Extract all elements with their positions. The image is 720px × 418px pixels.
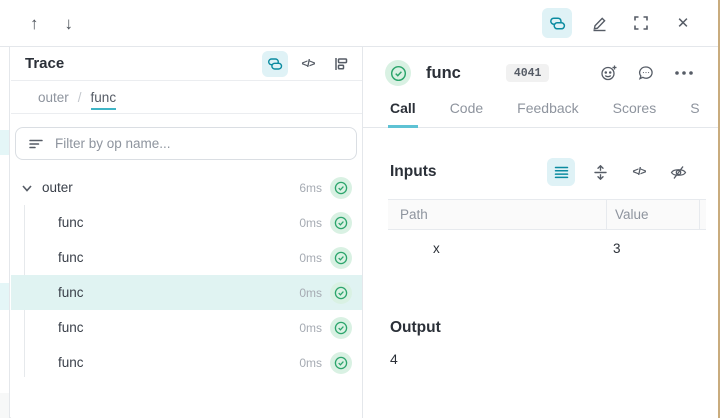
success-check-icon <box>330 246 352 269</box>
filter-lines-icon <box>28 136 44 152</box>
comment-button[interactable] <box>637 64 655 82</box>
op-filter-box[interactable] <box>15 127 357 160</box>
overflow-menu-button[interactable] <box>674 69 694 77</box>
tree-row-duration: 6ms <box>299 180 322 195</box>
breadcrumb-parent[interactable]: outer <box>38 89 69 105</box>
tab-scores[interactable]: Scores <box>612 100 657 116</box>
eye-off-icon <box>670 164 687 181</box>
call-detail-panel: func 4041 <box>363 48 718 418</box>
trace-panel-title: Trace <box>25 55 65 72</box>
output-section: Output 4 <box>390 319 692 367</box>
success-check-icon <box>330 281 352 304</box>
expand-vertical-icon <box>593 164 608 180</box>
fullscreen-corners-icon <box>633 15 649 31</box>
background-footer-sliver <box>0 393 9 418</box>
code-view-button[interactable]: </> <box>295 51 321 77</box>
input-path-cell: x <box>433 241 440 256</box>
tree-row-label: func <box>58 355 84 370</box>
column-header-path: Path <box>388 200 607 229</box>
hide-values-button[interactable] <box>664 158 692 186</box>
tree-row-duration: 0ms <box>299 215 322 230</box>
drawer-topbar: ↑ ↓ <box>0 0 720 47</box>
output-value: 4 <box>390 351 398 367</box>
breadcrumb-current[interactable]: func <box>90 90 117 110</box>
tree-row-func[interactable]: func 0ms <box>11 310 362 345</box>
tree-row-func-selected[interactable]: func 0ms <box>11 275 362 310</box>
tree-row-duration: 0ms <box>299 250 322 265</box>
tree-row-duration: 0ms <box>299 285 322 300</box>
success-check-icon <box>330 211 352 234</box>
tree-row-func[interactable]: func 0ms <box>11 205 362 240</box>
success-check-icon <box>385 60 411 86</box>
pencil-icon <box>591 15 608 32</box>
success-check-icon <box>330 351 352 374</box>
detail-tabs: Call Code Feedback Scores S <box>363 91 718 128</box>
tree-row-label: func <box>58 215 84 230</box>
code-icon: </> <box>632 166 647 178</box>
tree-row-label: func <box>58 320 84 335</box>
tab-call[interactable]: Call <box>388 91 418 128</box>
success-check-icon <box>330 176 352 199</box>
call-header: func 4041 <box>363 55 718 91</box>
trace-tree: outer 6ms func 0ms func 0ms <box>11 170 362 380</box>
trace-tree-toggle-button[interactable] <box>542 8 572 38</box>
background-selected-row-sliver <box>0 283 9 310</box>
success-check-icon <box>330 316 352 339</box>
window-edge-strip <box>718 0 720 418</box>
chat-bubble-dots-icon <box>637 64 655 82</box>
breadcrumb: outer / func <box>11 81 362 114</box>
tree-row-label: func <box>58 285 84 300</box>
background-selected-row-sliver <box>0 130 9 155</box>
call-id-badge[interactable]: 4041 <box>505 64 550 82</box>
trace-panel: Trace </> <box>11 47 363 418</box>
list-lines-icon <box>554 165 569 180</box>
code-view-button[interactable]: </> <box>625 158 653 186</box>
three-dots-icon <box>674 69 694 77</box>
inputs-table-row: x 3 <box>388 230 706 267</box>
tree-row-label: outer <box>42 180 73 195</box>
flame-graph-icon <box>333 56 349 72</box>
call-title: func <box>426 63 461 82</box>
edit-button[interactable] <box>584 8 614 38</box>
tab-feedback[interactable]: Feedback <box>517 100 579 116</box>
tree-row-func[interactable]: func 0ms <box>11 345 362 380</box>
table-view-button[interactable] <box>547 158 575 186</box>
inputs-table-header: Path Value <box>388 199 706 230</box>
input-value-cell: 3 <box>613 241 621 256</box>
close-drawer-button[interactable]: ✕ <box>668 8 698 38</box>
inputs-table: Path Value x 3 <box>388 199 706 267</box>
tree-row-label: func <box>58 250 84 265</box>
trace-panel-header: Trace </> <box>11 47 362 81</box>
close-icon: ✕ <box>676 15 690 32</box>
code-icon: </> <box>301 57 316 70</box>
tree-view-button[interactable] <box>262 50 288 77</box>
chevron-down-icon[interactable] <box>20 181 34 195</box>
call-nav-arrows: ↑ ↓ <box>0 15 73 32</box>
output-heading: Output <box>390 319 441 336</box>
background-page-sliver <box>0 47 10 418</box>
fullscreen-button[interactable] <box>626 8 656 38</box>
expand-rows-button[interactable] <box>586 158 614 186</box>
stacked-cards-icon <box>549 15 566 32</box>
inputs-heading: Inputs <box>390 163 437 180</box>
breadcrumb-separator: / <box>77 89 82 105</box>
topbar-actions: ✕ <box>542 8 720 38</box>
stacked-cards-icon <box>267 56 283 72</box>
smiley-plus-icon <box>600 64 618 82</box>
tree-row-duration: 0ms <box>299 320 322 335</box>
flame-graph-view-button[interactable] <box>328 51 354 77</box>
add-reaction-button[interactable] <box>600 64 618 82</box>
next-call-arrow-down-icon[interactable]: ↓ <box>64 13 74 33</box>
tab-code[interactable]: Code <box>449 100 484 116</box>
prev-call-arrow-up-icon[interactable]: ↑ <box>30 13 39 33</box>
tree-row-func[interactable]: func 0ms <box>11 240 362 275</box>
tab-summary-truncated[interactable]: S <box>690 100 700 116</box>
tree-row-outer[interactable]: outer 6ms <box>11 170 362 205</box>
inputs-section-header: Inputs <box>390 158 692 186</box>
op-filter-input[interactable] <box>55 136 344 151</box>
column-header-value: Value <box>607 200 700 229</box>
tree-row-duration: 0ms <box>299 355 322 370</box>
